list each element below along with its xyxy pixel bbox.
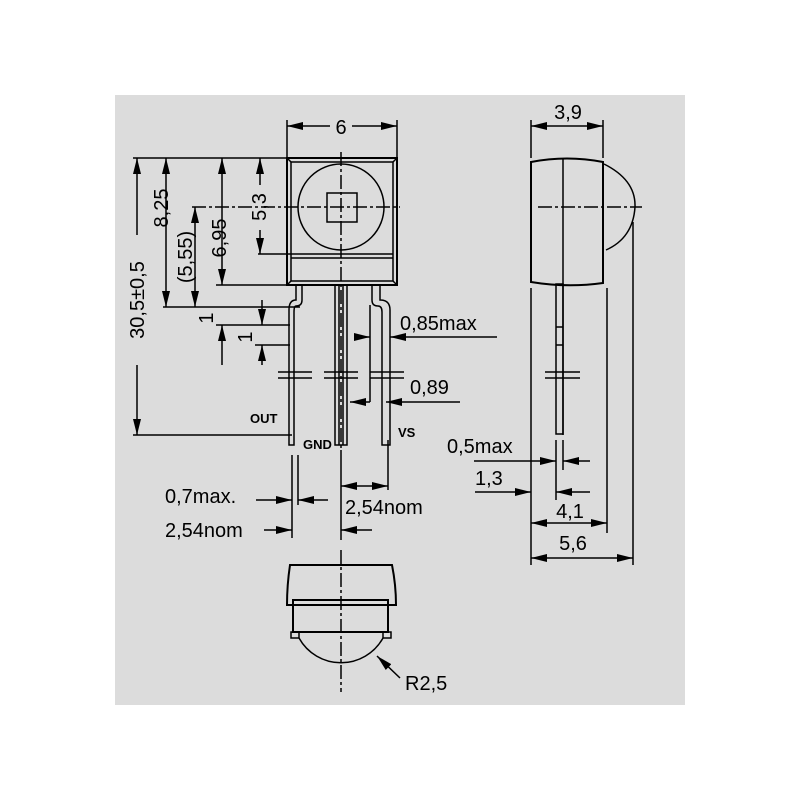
dim-step-1b: 1: [235, 331, 257, 342]
pin-label-vs: VS: [398, 425, 416, 440]
dim-8-25: 8,25: [151, 189, 173, 228]
dim-body-depth: 4,1: [556, 501, 584, 523]
pin-label-out: OUT: [250, 411, 278, 426]
dim-radius: R2,5: [405, 673, 447, 695]
panel-background: [115, 95, 685, 705]
dim-step-1a: 1: [196, 312, 218, 323]
dim-total-length: 30,5±0,5: [127, 261, 149, 339]
dim-width: 6: [335, 117, 346, 139]
dim-lead-width: 0,85max: [400, 313, 477, 335]
pin-label-gnd: GND: [303, 437, 332, 452]
dim-pitch-left: 2,54nom: [165, 520, 243, 542]
dim-lead-offset: 1,3: [475, 468, 503, 490]
dim-depth: 3,9: [554, 102, 582, 124]
dim-5-55: (5,55): [175, 231, 197, 283]
break-marks: [278, 371, 404, 379]
dim-lead-thickness: 0,7max.: [165, 486, 236, 508]
bottom-view: R2,5: [285, 550, 447, 695]
dim-089: 0,89: [410, 377, 449, 399]
dim-pitch-right: 2,54nom: [345, 497, 423, 519]
dim-lead-max: 0,5max: [447, 436, 513, 458]
dim-6-95: 6,95: [209, 219, 231, 258]
dim-5-3: 5,3: [249, 193, 271, 221]
dim-total-depth: 5,6: [559, 533, 587, 555]
front-view: 6 30,5±0,5 8,25 (5,55) 6,95 5,3 1 1 0,85…: [127, 117, 497, 542]
side-view: 3,9 0,5max 1,3 4,1 5,6: [447, 102, 642, 565]
